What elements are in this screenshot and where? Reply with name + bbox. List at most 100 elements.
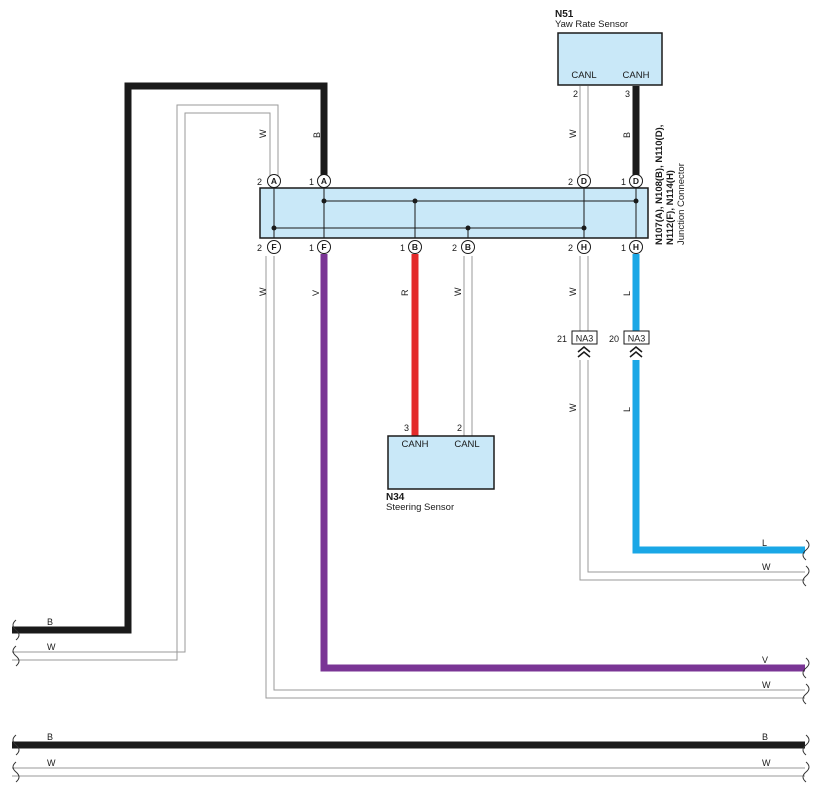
- wire-label: W: [568, 287, 578, 296]
- yaw-pin-canl-number: 2: [573, 89, 578, 99]
- junction-dot: [412, 198, 418, 204]
- pin-letter: B: [412, 242, 418, 252]
- junction-connector-label: N107(A), N108(B), N110(D), N112(F), N114…: [654, 125, 687, 245]
- wire-w-na3-21-inner: [587, 360, 805, 573]
- junction-connector-body: [259, 187, 649, 239]
- junction-dot: [581, 225, 587, 231]
- break-mark-right-v: [802, 657, 810, 679]
- chevron-icon: [629, 351, 643, 358]
- wire-label: W: [568, 403, 578, 412]
- wire-label: W: [258, 287, 268, 296]
- junction-bottom-pin-b1: 1 B: [400, 240, 422, 254]
- steering-pin-canl-number: 2: [457, 423, 462, 433]
- wire-label: W: [762, 562, 771, 572]
- steering-sensor-name: Steering Sensor: [386, 502, 454, 513]
- wire-w-junction-a2-to-left-bus-outer: [12, 104, 279, 661]
- wire-label: B: [312, 132, 322, 138]
- steering-sensor-body: [387, 435, 495, 490]
- yaw-pin-canh-label: CANH: [623, 70, 650, 81]
- pin-number: 2: [452, 243, 457, 253]
- break-mark-right-l: [802, 539, 810, 561]
- pin-number: 2: [568, 177, 573, 187]
- pin-number: 2: [257, 243, 262, 253]
- wire-label: L: [622, 407, 632, 412]
- steering-pin-canh-number: 3: [404, 423, 409, 433]
- pin-letter: H: [581, 242, 587, 252]
- junction-dot: [633, 198, 639, 204]
- junction-dot: [465, 225, 471, 231]
- inline-connector-na3-21: 21 NA3: [557, 330, 598, 358]
- pin-number: 1: [621, 177, 626, 187]
- pin-letter: H: [633, 242, 639, 252]
- wire-label: W: [762, 758, 771, 768]
- wire-label: R: [400, 289, 410, 296]
- junction-top-pin-a1: 1 A: [309, 174, 331, 188]
- steering-pin-canh-label: CANH: [402, 439, 429, 450]
- pin-letter: F: [321, 242, 326, 252]
- break-mark-right-w1: [802, 565, 810, 587]
- wire-label: W: [258, 129, 268, 138]
- junction-bottom-pin-f1: 1 F: [309, 240, 331, 254]
- junction-dot: [321, 198, 327, 204]
- wire-b-junction-a1-to-left-bus: [12, 82, 328, 634]
- junction-label-line3: Junction Connector: [676, 163, 687, 245]
- junction-top-pin-a2: 2 A: [257, 174, 281, 188]
- pin-number: 1: [309, 243, 314, 253]
- yaw-rate-sensor-body: [557, 32, 663, 86]
- wire-label: W: [762, 680, 771, 690]
- inline-connector-na3-20: 20 NA3: [609, 330, 650, 358]
- break-mark-left-b: [12, 619, 20, 641]
- break-marks: [12, 539, 810, 783]
- inline-connector-pin: 21: [557, 334, 567, 344]
- wire-l-na3-20: [632, 360, 805, 554]
- inline-connector-pin: 20: [609, 334, 619, 344]
- wire-w-junction-a2-to-left-bus-inner: [12, 112, 271, 653]
- chevron-icon: [577, 351, 591, 358]
- break-mark-left-bottom-b: [12, 734, 20, 756]
- wire-label: B: [622, 132, 632, 138]
- wire-label: V: [311, 290, 321, 296]
- wire-w-f2-inner: [273, 256, 805, 691]
- wire-label: L: [622, 291, 632, 296]
- pin-letter: D: [581, 176, 587, 186]
- wire-label: B: [47, 732, 53, 742]
- junction-top-pin-d1: 1 D: [621, 174, 643, 188]
- yaw-rate-sensor-name: Yaw Rate Sensor: [555, 19, 628, 30]
- pin-number: 1: [309, 177, 314, 187]
- break-mark-right-bottom-w: [802, 761, 810, 783]
- wire-label: V: [762, 655, 768, 665]
- wires: [12, 82, 805, 777]
- junction-bottom-pin-h2: 2 H: [568, 240, 591, 254]
- junction-bus-upper: [323, 188, 637, 202]
- wire-label: B: [762, 732, 768, 742]
- steering-sensor: CANH CANL 3 2 N34 Steering Sensor: [386, 423, 495, 513]
- wire-label: L: [762, 538, 767, 548]
- junction-connector: 2 A 1 A 2 D 1 D 2 F 1 F: [257, 125, 687, 254]
- pin-number: 2: [257, 177, 262, 187]
- junction-top-pin-d2: 2 D: [568, 174, 591, 188]
- pin-letter: F: [271, 242, 276, 252]
- wire-label: W: [47, 642, 56, 652]
- wire-w-f2-outer: [265, 256, 805, 699]
- junction-bottom-pin-h1: 1 H: [621, 240, 643, 254]
- yaw-rate-sensor-code: N51: [555, 9, 574, 20]
- wire-label: W: [453, 287, 463, 296]
- wire-labels: W B W B W V R W W L W L L W B W V W B B …: [47, 129, 771, 768]
- junction-label-line1: N107(A), N108(B), N110(D),: [654, 125, 665, 245]
- pin-letter: D: [633, 176, 639, 186]
- pin-letter: A: [321, 176, 327, 186]
- pin-number: 2: [568, 243, 573, 253]
- break-mark-left-bottom-w: [12, 761, 20, 783]
- yaw-pin-canh-number: 3: [625, 89, 630, 99]
- pin-letter: B: [465, 242, 471, 252]
- junction-dot: [271, 225, 277, 231]
- break-mark-right-w2: [802, 683, 810, 705]
- junction-bottom-pin-f2: 2 F: [257, 240, 281, 254]
- yaw-rate-sensor: N51 Yaw Rate Sensor CANL CANH 2 3: [555, 9, 663, 99]
- wire-label: B: [47, 617, 53, 627]
- junction-bus-lower: [273, 188, 585, 229]
- break-mark-left-w: [12, 645, 20, 667]
- pin-number: 1: [621, 243, 626, 253]
- wire-label: W: [47, 758, 56, 768]
